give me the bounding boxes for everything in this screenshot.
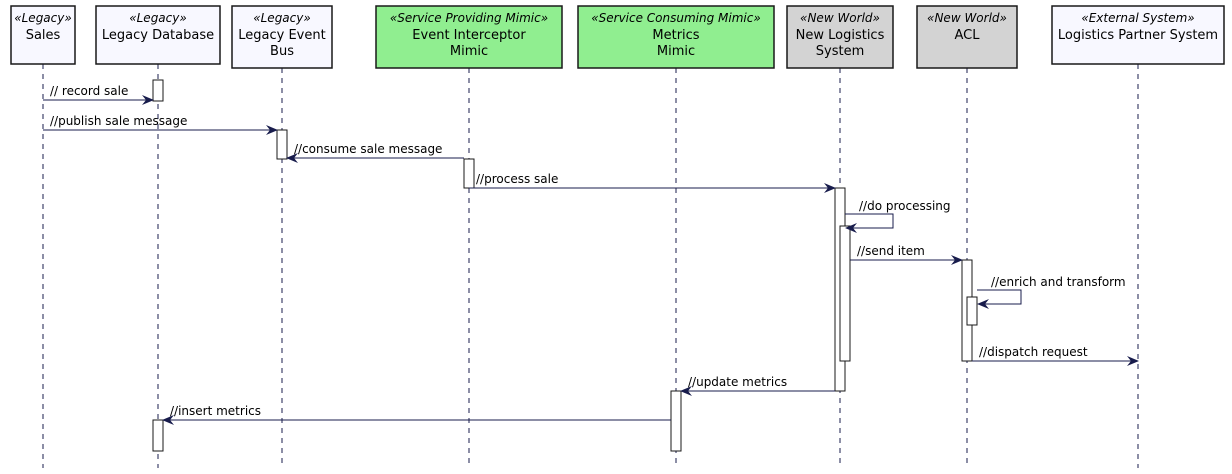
participant-stereotype: «External System» bbox=[1081, 11, 1194, 25]
participant-box bbox=[95, 5, 221, 65]
participant-legacy_db: «Legacy» Legacy Database bbox=[95, 5, 221, 65]
message-1: // record sale bbox=[43, 84, 154, 105]
participant-name-line: Legacy Event bbox=[238, 28, 325, 43]
message-label: //send item bbox=[857, 244, 925, 258]
message-4: //process sale bbox=[469, 172, 836, 193]
participant-name-line: Legacy Database bbox=[102, 28, 214, 43]
message-label: //process sale bbox=[476, 172, 558, 186]
message-label: //consume sale message bbox=[294, 142, 442, 156]
activation-bar-interceptor bbox=[463, 158, 475, 189]
message-7: //enrich and transform bbox=[977, 275, 1126, 309]
participant-name-line: ACL bbox=[955, 28, 981, 43]
participant-box bbox=[577, 5, 775, 69]
message-label: //do processing bbox=[859, 199, 951, 213]
participant-stereotype: «New World» bbox=[927, 11, 1007, 25]
message-arrow bbox=[845, 213, 894, 233]
participant-acl: «New World» ACL bbox=[916, 5, 1018, 69]
message-5: //do processing bbox=[845, 199, 951, 233]
activation-bar-legacy_bus bbox=[276, 129, 288, 160]
message-label: //insert metrics bbox=[170, 404, 261, 418]
message-label: //publish sale message bbox=[50, 114, 187, 128]
participant-box bbox=[10, 5, 76, 65]
message-2: //publish sale message bbox=[43, 114, 278, 135]
participant-name-line: Mimic bbox=[450, 44, 488, 59]
message-arrow bbox=[977, 289, 1022, 309]
participant-box bbox=[1051, 5, 1225, 65]
participant-interceptor: «Service Providing Mimic» Event Intercept… bbox=[375, 5, 563, 69]
participant-name-line: New Logistics bbox=[796, 28, 885, 43]
activation-bar-logistics bbox=[839, 225, 851, 362]
participant-name-line: System bbox=[816, 44, 864, 59]
message-label: //update metrics bbox=[688, 375, 787, 389]
participant-stereotype: «Legacy» bbox=[14, 11, 72, 25]
participant-name-line: Sales bbox=[26, 28, 61, 43]
participant-sales: «Legacy» Sales bbox=[10, 5, 76, 65]
message-8: //dispatch request bbox=[972, 345, 1139, 366]
participant-box bbox=[375, 5, 563, 69]
participant-stereotype: «Service Consuming Mimic» bbox=[591, 11, 761, 25]
participant-stereotype: «Service Providing Mimic» bbox=[390, 11, 548, 25]
message-6: //send item bbox=[850, 244, 963, 265]
participant-name-line: Mimic bbox=[657, 44, 695, 59]
participant-name-line: Logistics Partner System bbox=[1058, 28, 1218, 43]
activation-bar-legacy_db bbox=[152, 79, 164, 102]
activation-bar-acl bbox=[966, 296, 978, 326]
message-label: //dispatch request bbox=[979, 345, 1088, 359]
participant-stereotype: «New World» bbox=[800, 11, 880, 25]
message-9: //update metrics bbox=[680, 375, 835, 396]
message-label: // record sale bbox=[50, 84, 128, 98]
participant-box bbox=[231, 5, 333, 69]
participant-partner: «External System» Logistics Partner Syste… bbox=[1051, 5, 1225, 65]
participant-stereotype: «Legacy» bbox=[129, 11, 187, 25]
participant-box bbox=[786, 5, 894, 69]
message-label: //enrich and transform bbox=[991, 275, 1126, 289]
activation-bar-metrics bbox=[670, 390, 682, 452]
participant-stereotype: «Legacy» bbox=[253, 11, 311, 25]
message-10: //insert metrics bbox=[162, 404, 671, 425]
participant-box bbox=[916, 5, 1018, 69]
participant-name-line: Bus bbox=[270, 44, 294, 59]
message-3: //consume sale message bbox=[286, 142, 464, 163]
activation-bar-legacy_db bbox=[152, 419, 164, 452]
participant-name-line: Metrics bbox=[652, 28, 699, 43]
participant-name-line: Event Interceptor bbox=[412, 28, 526, 43]
